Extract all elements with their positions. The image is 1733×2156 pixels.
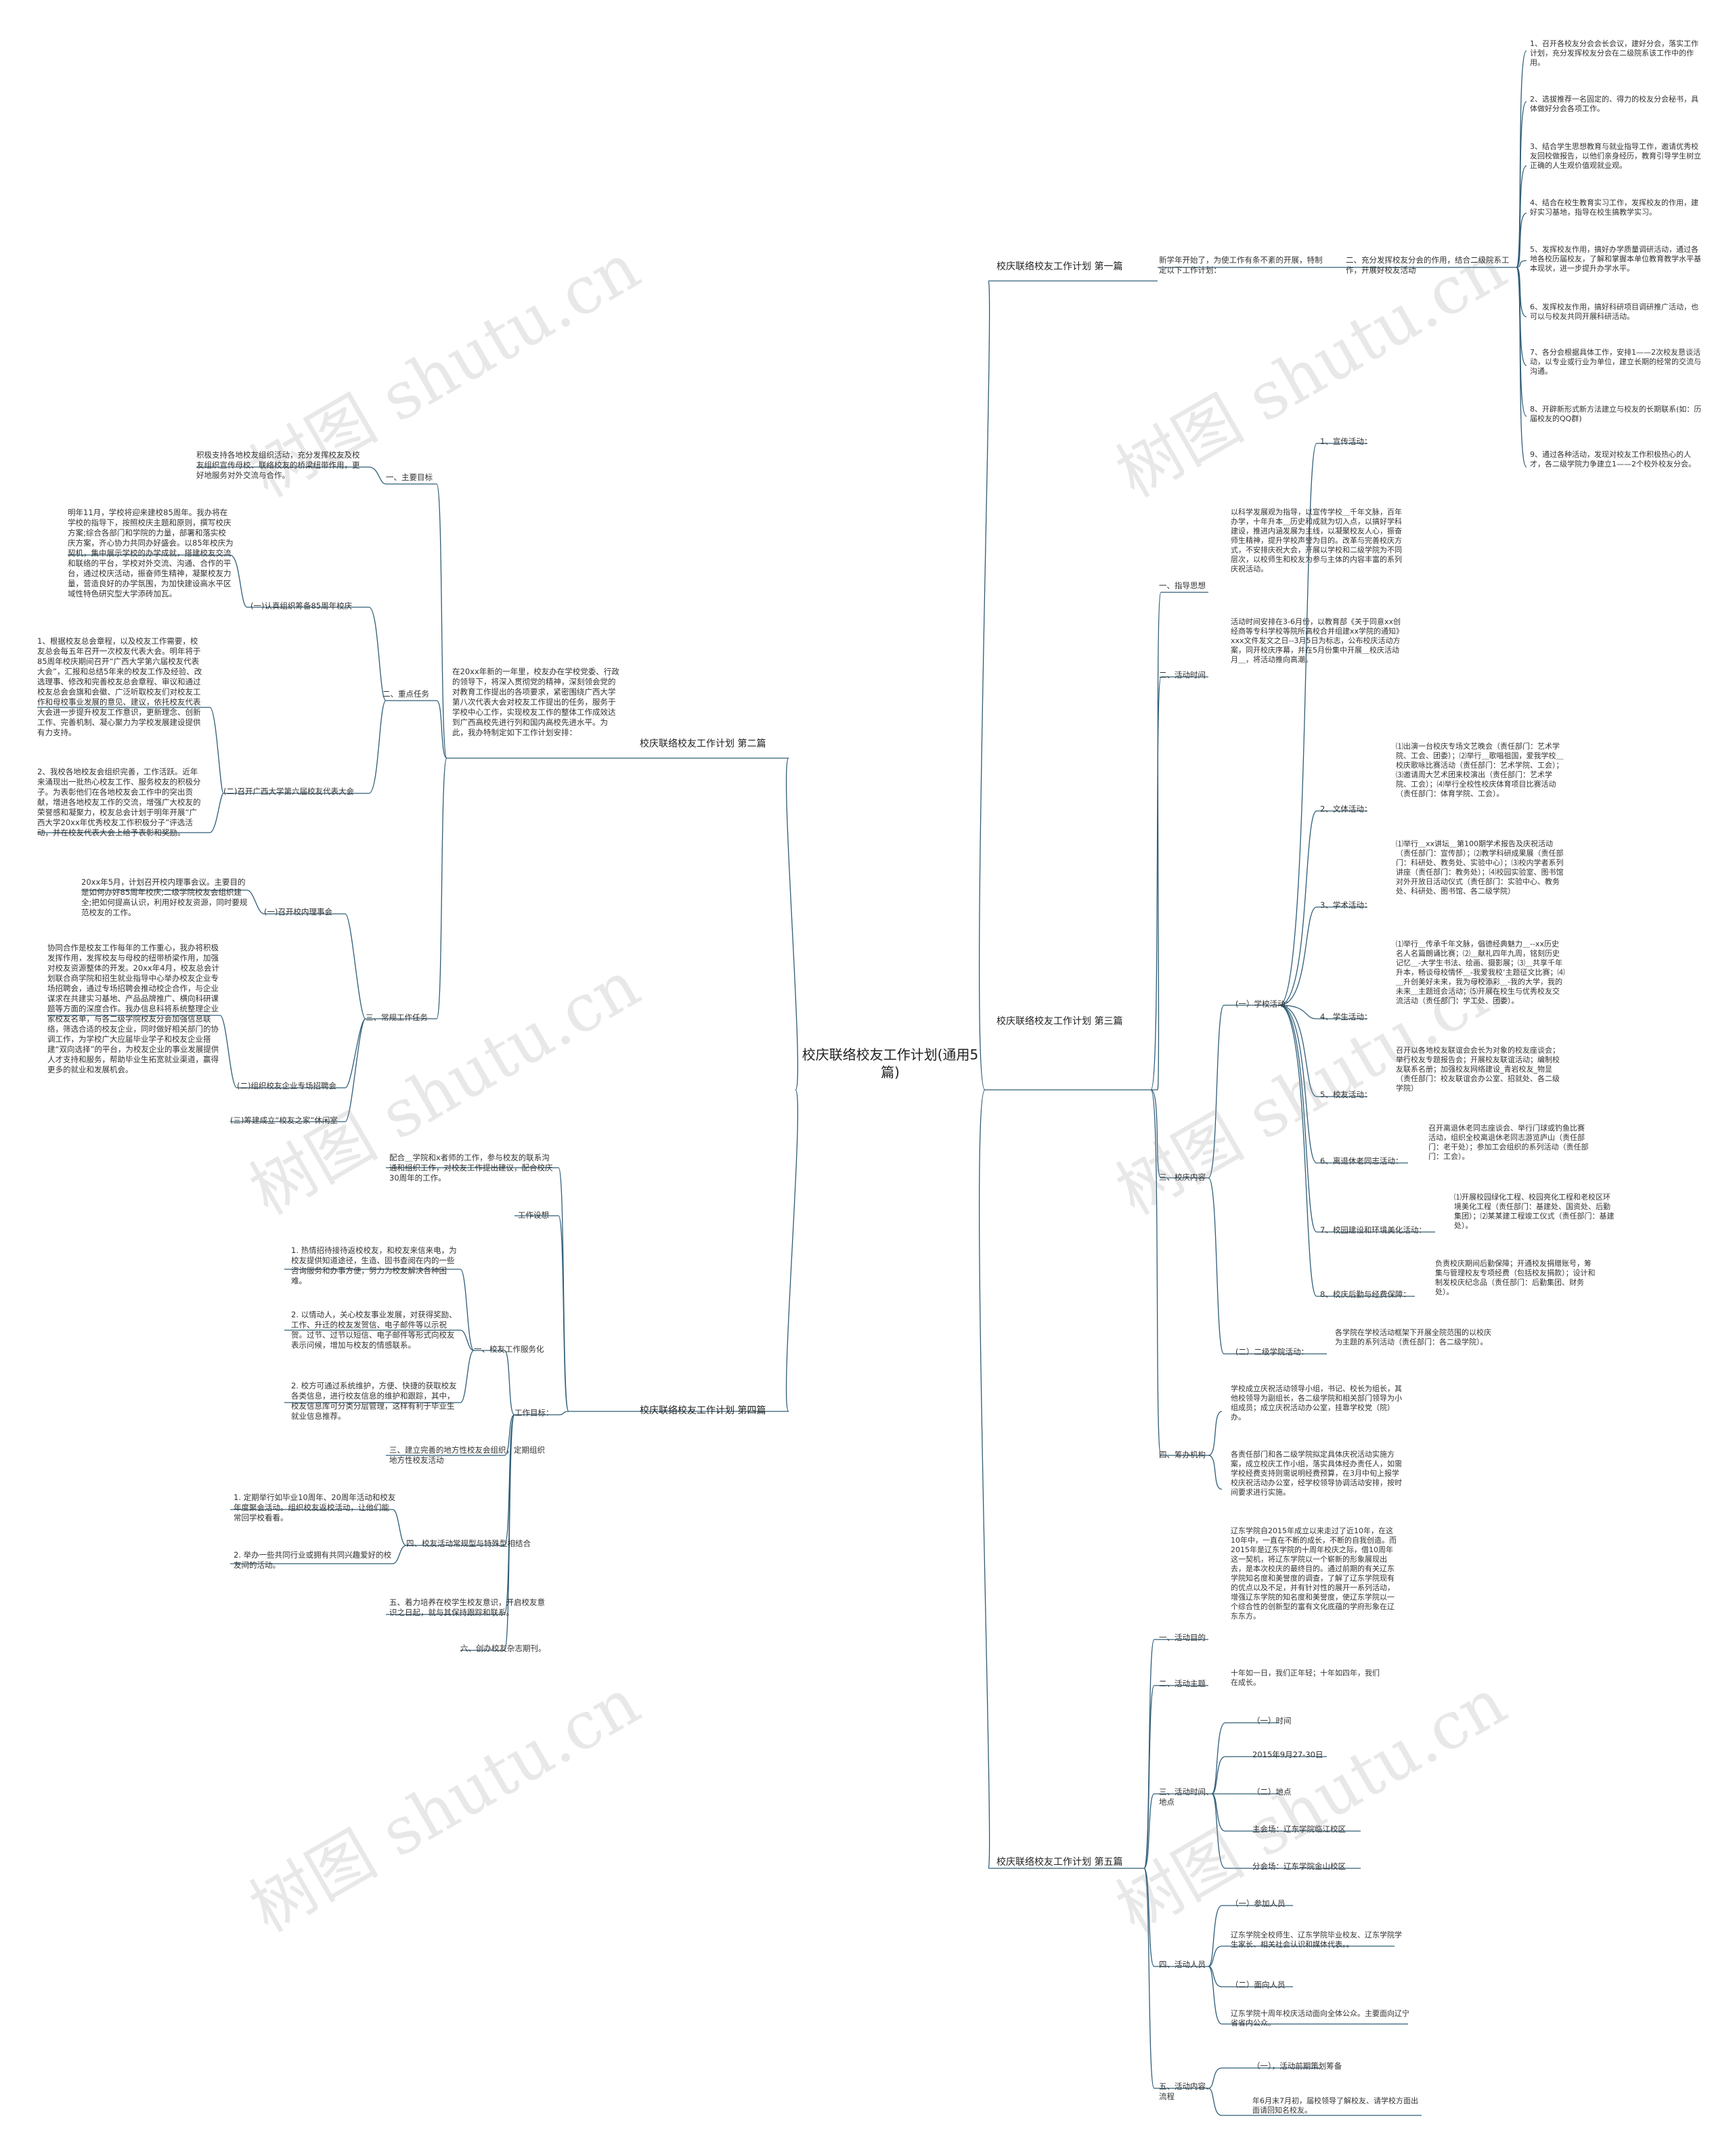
p3-s4-text[interactable]: 学校成立庆祝活动领导小组，书记、校长为组长，其他校领导为副组长，各二级学院和相关… bbox=[1231, 1384, 1402, 1422]
p5-s1[interactable]: 一、活动目的 bbox=[1159, 1633, 1206, 1642]
p2-s3c[interactable]: (三)筹建成立“校友之家”休闲室 bbox=[230, 1116, 338, 1125]
p2-s2b[interactable]: (二)召开广西大学第六届校友代表大会 bbox=[223, 787, 354, 796]
p1-item[interactable]: 7、各分会根据具体工作，安排1——2次校友恳谈活动，以专业或行业为单位，建立长期… bbox=[1530, 348, 1701, 376]
p1-intro[interactable]: 新学年开始了，为使工作有条不紊的开展，特制定以下工作计划： bbox=[1159, 255, 1323, 275]
p1-sub[interactable]: 二、充分发挥校友分会的作用，结合二级院系工作，开展好校友活动 bbox=[1346, 255, 1510, 275]
root-topic[interactable]: 校庆联络校友工作计划(通用5篇) bbox=[802, 1047, 979, 1080]
branch-p3[interactable]: 校庆联络校友工作计划 第三篇 bbox=[996, 1016, 1123, 1027]
p3-act-label[interactable]: 6、离退休老同志活动： bbox=[1320, 1156, 1403, 1166]
p5-s5a-text[interactable]: 年6月末7月初，届校领导了解校友、请学校方面出面请回知名校友。 bbox=[1252, 2096, 1418, 2115]
p5-s5[interactable]: 五、活动内容、流程 bbox=[1159, 2082, 1214, 2101]
p3-act-label[interactable]: 2、文体活动： bbox=[1320, 804, 1372, 814]
p4-g1-item[interactable]: 2. 校方可通过系统维护，方便、快捷的获取校友各类信息，进行校友信息的维护和跟踪… bbox=[291, 1381, 457, 1421]
p5-s1-text[interactable]: 辽东学院自2015年成立以来走过了近10年，在这10年中，一直在不断的成长，不断… bbox=[1231, 1526, 1397, 1621]
p3-s2[interactable]: 二、活动时间 bbox=[1159, 670, 1206, 680]
p4-g6[interactable]: 六、创办校友杂志期刊。 bbox=[460, 1644, 546, 1653]
p5-s4b-text[interactable]: 辽东学院十周年校庆活动面向全体公众。主要面向辽宁省省内公众。 bbox=[1231, 2009, 1409, 2027]
p1-item[interactable]: 8、开辟新形式新方法建立与校友的长期联系(如：历届校友的QQ群) bbox=[1530, 405, 1702, 423]
p3-s1-text[interactable]: 以科学发展观为指导，以宣传学校＿千年文脉，百年办学，十年升本＿历史和成就为切入点… bbox=[1231, 508, 1402, 573]
p4-g1-item[interactable]: 2. 以情动人，关心校友事业发展，对获得奖励、工作、升迁的校友发贺信、电子邮件等… bbox=[291, 1310, 457, 1350]
p4-g4-item[interactable]: 2. 举办一些共同行业或拥有共同兴趣爱好的校友间的活动。 bbox=[234, 1550, 392, 1570]
p5-s4a-text[interactable]: 辽东学院全校师生、辽东学院毕业校友、辽东学院学生家长、相关社会认识和媒体代表。。 bbox=[1231, 1931, 1402, 1949]
p5-s4a[interactable]: （一）参加人员 bbox=[1231, 1899, 1286, 1908]
p5-s3-time-text[interactable]: 2015年9月27-30日 bbox=[1252, 1750, 1323, 1759]
p3-act-label[interactable]: 7、校园建设和环境美化活动： bbox=[1320, 1225, 1426, 1235]
p5-s2[interactable]: 二、活动主题 bbox=[1159, 1679, 1206, 1688]
p4-goals[interactable]: 工作目标： bbox=[514, 1408, 554, 1417]
p3-act-label[interactable]: 1、宣传活动： bbox=[1320, 437, 1372, 446]
p3-s3a[interactable]: (一）学校活动： bbox=[1235, 999, 1293, 1009]
p3-act-text[interactable]: 召开离退休老同志座谈会、举行门球或钓鱼比赛活动，组织全校离退休老同志游览庐山（责… bbox=[1428, 1124, 1589, 1161]
p2-s2b-text[interactable]: 2、我校各地校友会组织完善，工作活跃。近年来涌现出一批热心校友工作、服务校友的积… bbox=[37, 767, 201, 837]
p3-act-text[interactable]: 负责校庆期间后勤保障；开通校友捐赠账号，筹集与管理校友专项经费（包括校友捐款）；… bbox=[1435, 1259, 1596, 1296]
p3-act-label[interactable]: 5、校友活动： bbox=[1320, 1090, 1372, 1099]
p4-g4[interactable]: 四、校友活动常规型与特殊型相结合 bbox=[406, 1539, 531, 1548]
p2-s3b[interactable]: (二)组织校友企业专场招聘会 bbox=[237, 1081, 336, 1091]
p3-act-text[interactable]: ⑴出演一台校庆专场文艺晚会（责任部门：艺术学院、工会、团委）；⑵举行＿歌唱祖国，… bbox=[1396, 742, 1564, 798]
p4-ideas[interactable]: 工作设想 bbox=[518, 1210, 549, 1220]
p5-s4b[interactable]: （二）面向人员 bbox=[1231, 1980, 1286, 1989]
p2-s3a-text[interactable]: 20xx年5月，计划召开校内理事会议。主要目的是如何办好85周年校庆;二级学院校… bbox=[81, 877, 248, 917]
p3-s2-text[interactable]: 活动时间安排在3-6月份，以教育部《关于同意xx创经商等专科学校等院所高校合并组… bbox=[1231, 617, 1401, 664]
p5-s4[interactable]: 四、活动人员 bbox=[1159, 1960, 1206, 1969]
p3-s3[interactable]: 三、校庆内容 bbox=[1159, 1172, 1206, 1182]
p4-g1-item[interactable]: 1. 热情招待接待返校校友，和校友来信来电，为校友提供知道途径，生造、固书查阅在… bbox=[291, 1246, 457, 1285]
p1-item[interactable]: 3、结合学生思想教育与就业指导工作，邀请优秀校友回校做报告，以他们亲身经历，教育… bbox=[1530, 142, 1701, 170]
branch-p2[interactable]: 校庆联络校友工作计划 第二篇 bbox=[640, 739, 766, 749]
p3-act-label[interactable]: 4、学生活动： bbox=[1320, 1012, 1372, 1021]
p1-item[interactable]: 9、通过各种活动，发现对校友工作积极热心的人才，各二级学院力争建立1——2个校外… bbox=[1530, 450, 1696, 468]
p2-s1-text[interactable]: 积极支持各地校友组织活动，充分发挥校友及校友组织宣传母校、联络校友的桥梁纽带作用… bbox=[196, 450, 360, 480]
branch-p4[interactable]: 校庆联络校友工作计划 第四篇 bbox=[640, 1405, 766, 1416]
p1-item[interactable]: 5、发挥校友作用，搞好办学质量调研活动，通过各地各校历届校友，了解和掌握本单位教… bbox=[1530, 245, 1701, 273]
p5-s2-text[interactable]: 十年如一日，我们正年轻；十年如四年，我们在成长。 bbox=[1231, 1669, 1380, 1687]
p2-s3b-text[interactable]: 协同合作是校友工作每年的工作重心，我办将积极发挥作用，发挥校友与母校的纽带桥梁作… bbox=[47, 943, 220, 1074]
p4-g5[interactable]: 五、着力培养在校学生校友意识，开启校友意识之日起，就与其保持跟踪和联系。 bbox=[389, 1598, 545, 1617]
branch-p1[interactable]: 校庆联络校友工作计划 第一篇 bbox=[996, 261, 1123, 272]
p3-s4-text[interactable]: 各责任部门和各二级学院拟定具体庆祝活动实施方案，成立校庆工作小组，落实具体经办责… bbox=[1231, 1450, 1402, 1497]
branch-p5[interactable]: 校庆联络校友工作计划 第五篇 bbox=[996, 1857, 1123, 1868]
p2-s2b-text[interactable]: 1、根据校友总会章程，以及校友工作需要，校友总会每五年召开一次校友代表大会。明年… bbox=[37, 636, 202, 737]
p3-act-text[interactable]: ⑴开展校园绿化工程、校园亮化工程和老校区环境美化工程（责任部门：基建处、国资处、… bbox=[1454, 1193, 1615, 1230]
p4-intro[interactable]: 配合＿学院和x者师的工作，参与校友的联系沟通和组织工作，对校友工作提出建议，配合… bbox=[389, 1153, 553, 1183]
p1-item[interactable]: 1、召开各校友分会会长会议，建好分会，落实工作计划，充分发挥校友分会在二级院系该… bbox=[1530, 39, 1698, 67]
p3-act-text[interactable]: ⑴举行＿xx讲坛＿第100期学术报告及庆祝活动（责任部门：宣传部）；⑵教学科研成… bbox=[1396, 839, 1564, 896]
p3-act-label[interactable]: 3、学术活动： bbox=[1320, 900, 1372, 910]
p2-s2a-text[interactable]: 明年11月，学校将迎来建校85周年。我办将在学校的指导下，按照校庆主题和原则，撰… bbox=[68, 508, 234, 598]
p3-s4[interactable]: 四、筹办机构 bbox=[1159, 1450, 1206, 1459]
p1-item[interactable]: 6、发挥校友作用，搞好科研项目调研推广活动，也可以与校友共同开展科研活动。 bbox=[1530, 303, 1698, 321]
p2-s3a[interactable]: (一)召开校内理事会 bbox=[264, 907, 332, 917]
p2-intro[interactable]: 在20xx年新的一年里，校友办在学校党委、行政的领导下，将深入贯彻党的精神，深刻… bbox=[452, 667, 619, 737]
p5-s3-place[interactable]: （二）地点 bbox=[1252, 1787, 1292, 1797]
p5-s3-time[interactable]: （一）时间 bbox=[1252, 1716, 1292, 1725]
p2-s2[interactable]: 二、重点任务 bbox=[382, 689, 429, 699]
p2-s3[interactable]: 三、常规工作任务 bbox=[366, 1013, 428, 1022]
p3-act-text[interactable]: ⑴举行＿传承千年文脉，倡德经典魅力＿--xx历史名人名篇朗诵比赛；⑵＿献礼四年九… bbox=[1396, 940, 1565, 1005]
p4-g3[interactable]: 三、建立完善的地方性校友会组织，定期组织地方性校友活动 bbox=[389, 1445, 545, 1465]
p3-act-label[interactable]: 8、校庆后勤与经费保障： bbox=[1320, 1290, 1411, 1299]
p3-s3b[interactable]: (二）二级学院活动： bbox=[1235, 1347, 1309, 1357]
p3-s3b-text[interactable]: 各学院在学校活动框架下开展全院范围的以校庆为主题的系列活动（责任部门：各二级学院… bbox=[1335, 1328, 1491, 1346]
p1-item[interactable]: 4、结合在校生教育实习工作，发挥校友的作用，建好实习基地，指导在校生搞教学实习。 bbox=[1530, 198, 1698, 217]
p3-s1[interactable]: 一、指导思想 bbox=[1159, 581, 1206, 590]
p2-s1[interactable]: 一、主要目标 bbox=[386, 472, 433, 482]
p5-s3[interactable]: 三、活动时间、地点 bbox=[1159, 1787, 1214, 1807]
p4-g4-item[interactable]: 1. 定期举行如毕业10周年、20周年活动和校友年度聚会活动。组织校友返校活动，… bbox=[234, 1493, 396, 1522]
p1-item[interactable]: 2、选拔推荐一名固定的、得力的校友分会秘书，具体做好分会各项工作。 bbox=[1530, 95, 1698, 113]
p3-act-text[interactable]: 召开以各地校友联谊会会长为对象的校友座谈会；举行校友专题报告会；开展校友联谊活动… bbox=[1396, 1046, 1560, 1093]
p5-s3-place-text[interactable]: 主会场：辽东学院临江校区 bbox=[1252, 1824, 1346, 1834]
p4-g1[interactable]: 一、校友工作服务化 bbox=[474, 1344, 544, 1354]
p2-s2a[interactable]: (一)认真组织筹备85周年校庆 bbox=[250, 601, 353, 611]
p5-s5a[interactable]: （一），活动前期策划筹备 bbox=[1252, 2061, 1342, 2071]
p5-s3-place-text[interactable]: 分会场：辽东学院金山校区 bbox=[1252, 1862, 1346, 1871]
